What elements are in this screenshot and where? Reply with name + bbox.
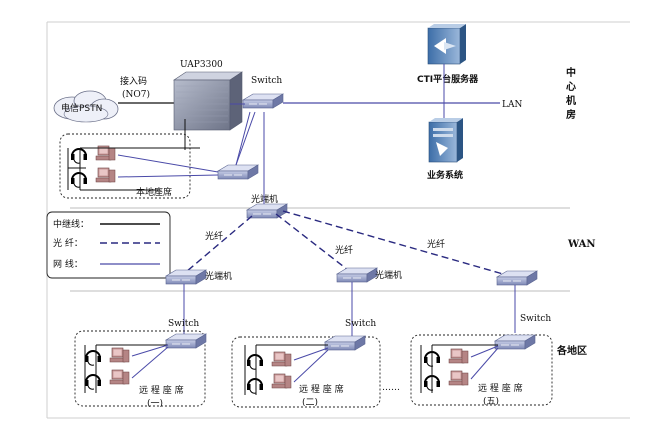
fiber-label-1: 光纤 (205, 230, 223, 242)
remote-2-switch-label: Switch (345, 319, 376, 329)
remote-2-seats-icons (247, 352, 291, 393)
remote-2-switch-icon (324, 335, 366, 351)
center-room-label: 中 心 机 房 (566, 66, 576, 121)
remote-5-label: 远 程 座 席 (478, 382, 523, 394)
remote-2-trunk-lines (244, 344, 328, 395)
center-switch-icon (242, 93, 284, 109)
remote-vertical-links (183, 282, 516, 338)
legend-network-label: 网 线： (53, 258, 83, 270)
remote-1-trunk-lines (84, 344, 168, 393)
center-switch-label: Switch (251, 76, 282, 86)
pstn-label: 电信PSTN (61, 102, 102, 114)
remote-5-network-lines (470, 345, 499, 380)
local-seats-icons (71, 146, 115, 187)
fiber-label-2: 光纤 (335, 244, 353, 256)
pstn-cloud-icon (53, 90, 119, 123)
remote-1-index: (一) (147, 399, 163, 409)
access-code-label: 接入码 (120, 75, 147, 87)
cti-server-icon (427, 24, 466, 65)
remote-1-label: 远 程 座 席 (139, 384, 184, 396)
lan-label: LAN (502, 100, 522, 110)
remote-5-seats-icons (424, 349, 468, 390)
center-transceiver-label: 光端机 (251, 193, 278, 205)
cti-label: CTI平台服务器 (417, 73, 479, 85)
local-seats-box (59, 133, 191, 199)
local-switch-icon (217, 164, 259, 180)
fiber-label-3: 光纤 (427, 238, 445, 250)
remote-1-switch-label: Switch (168, 319, 199, 329)
remote-2-transceiver-icon (336, 267, 378, 283)
remote-1-switch-icon (165, 333, 207, 349)
fiber-links (185, 210, 511, 277)
business-server-icon (428, 118, 463, 163)
remote-1-transceiver-label: 光端机 (205, 270, 232, 282)
business-label: 业务系统 (427, 169, 463, 181)
remote-5-trunk-lines (420, 344, 498, 393)
remote-1-box (74, 330, 206, 407)
center-transceiver-icon (246, 203, 288, 219)
remote-1-network-lines (131, 344, 169, 379)
remote-2-transceiver-label: 光端机 (375, 269, 402, 281)
legend-trunk-label: 中继线： (53, 218, 89, 230)
legend-fiber-label: 光 纤： (53, 237, 83, 249)
remote-5-transceiver-icon (496, 270, 538, 286)
svg-text:心: 心 (566, 81, 576, 93)
remote-1-transceiver-icon (165, 269, 207, 285)
local-network-lines (117, 111, 256, 178)
remote-5-box (410, 334, 553, 406)
remote-1-seats-icons (85, 348, 129, 389)
local-seats-label: 本地座席 (136, 186, 172, 198)
remote-5-switch-icon (494, 334, 536, 350)
legend-box (46, 211, 171, 279)
access-code-value: (NO7) (122, 89, 150, 100)
uap3300-device (173, 71, 243, 131)
svg-text:机: 机 (566, 94, 576, 107)
local-trunk-lines (67, 119, 200, 191)
svg-text:房: 房 (566, 108, 576, 121)
remote-2-box (231, 336, 381, 408)
remote-2-network-lines (293, 347, 329, 383)
svg-text:中: 中 (566, 66, 576, 79)
region-label: 各地区 (556, 344, 587, 357)
uap-label: UAP3300 (180, 60, 223, 70)
remote-2-index: (二) (302, 398, 318, 408)
ellipsis: …… (382, 383, 400, 393)
wan-label: WAN (567, 239, 596, 250)
remote-5-switch-label: Switch (520, 314, 551, 324)
remote-2-label: 远 程 座 席 (299, 383, 344, 395)
remote-5-index: (五) (483, 397, 499, 407)
